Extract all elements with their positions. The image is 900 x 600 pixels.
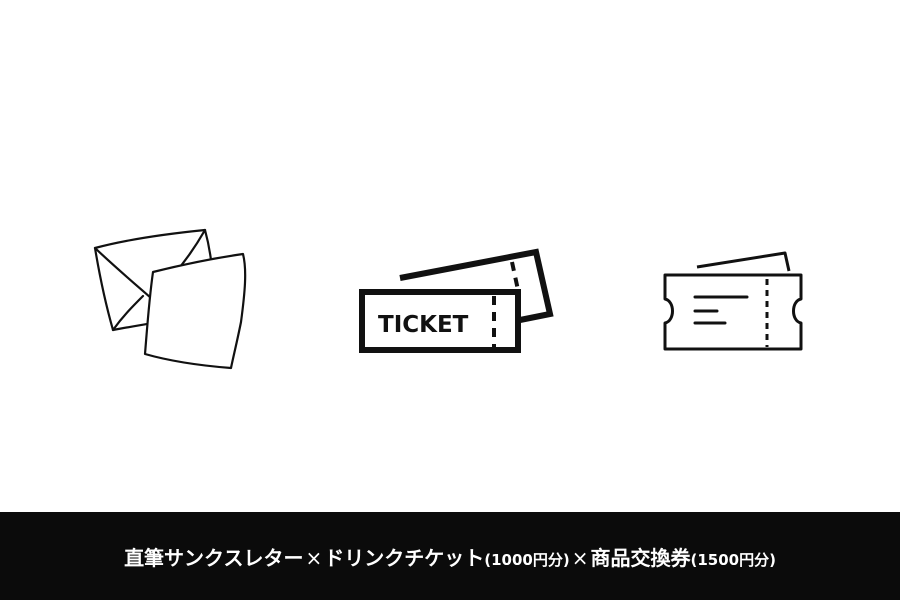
- caption-bar: 直筆サンクスレター × ドリンクチケット (1000円分) × 商品交換券 (1…: [0, 512, 900, 600]
- caption-part2: ドリンクチケット: [324, 545, 485, 570]
- envelope-letter-icon: [85, 222, 255, 377]
- ticket-label: TICKET: [378, 312, 469, 338]
- coupon-icon: [655, 245, 810, 355]
- caption-separator-2: ×: [571, 545, 589, 570]
- caption-part3: 商品交換券: [590, 545, 691, 570]
- ticket-icon: TICKET: [350, 240, 560, 360]
- caption: 直筆サンクスレター × ドリンクチケット (1000円分) × 商品交換券 (1…: [124, 542, 776, 571]
- caption-part2-note: (1000円分): [484, 550, 570, 569]
- caption-part1: 直筆サンクスレター: [124, 545, 304, 570]
- caption-part3-note: (1500円分): [690, 550, 776, 569]
- caption-separator-1: ×: [305, 545, 323, 570]
